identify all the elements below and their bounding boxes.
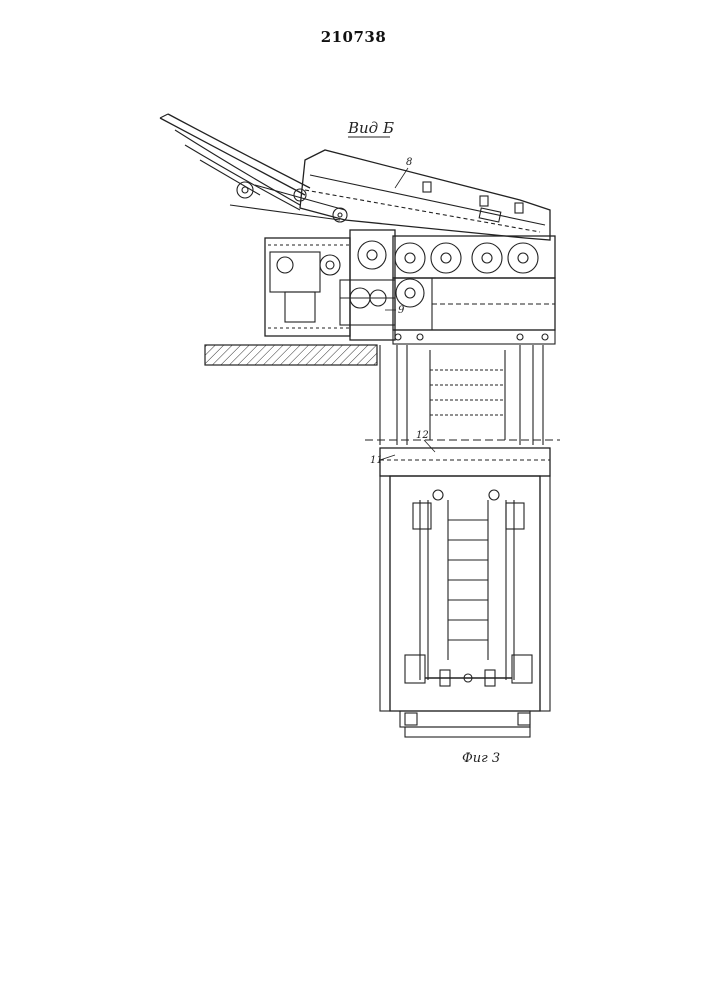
upper-assembly [160,114,555,365]
figure-caption: Фиг 3 [462,751,500,766]
view-label: Вид Б [347,119,394,137]
shaft-upper [380,345,543,445]
callout-11: 11 [370,455,383,466]
callout-9: 9 [398,305,405,316]
callout-8: 8 [406,157,412,168]
callout-12: 12 [416,430,429,441]
shaft-lower [380,448,550,737]
